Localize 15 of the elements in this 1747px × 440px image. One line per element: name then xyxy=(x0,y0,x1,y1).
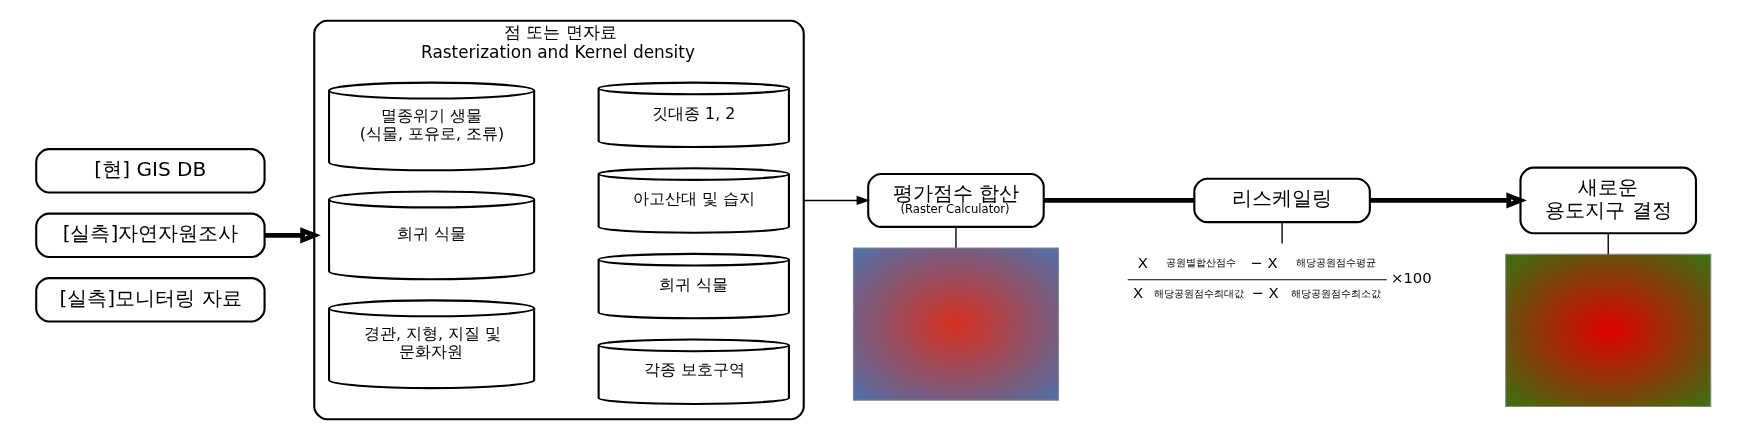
node-box: 새로운 용도지구 결정 xyxy=(1519,166,1698,235)
arrow xyxy=(265,227,321,244)
node-picture xyxy=(852,247,1060,401)
arrow xyxy=(803,195,870,206)
node-box: 리스케일링 xyxy=(1193,177,1371,224)
connector xyxy=(1281,221,1283,245)
node-picture xyxy=(1505,253,1712,408)
node-box: 평가점수 합산 (Raster Calculator) xyxy=(867,172,1045,228)
node-box: [현] GIS DB xyxy=(35,148,266,194)
connector xyxy=(1607,232,1609,255)
connector xyxy=(955,226,957,249)
node-box: [실측]모니터링 자료 xyxy=(35,277,266,323)
connector xyxy=(1043,198,1195,203)
arrow xyxy=(1370,192,1527,209)
node-box: [실측]자연자원조사 xyxy=(35,212,266,259)
